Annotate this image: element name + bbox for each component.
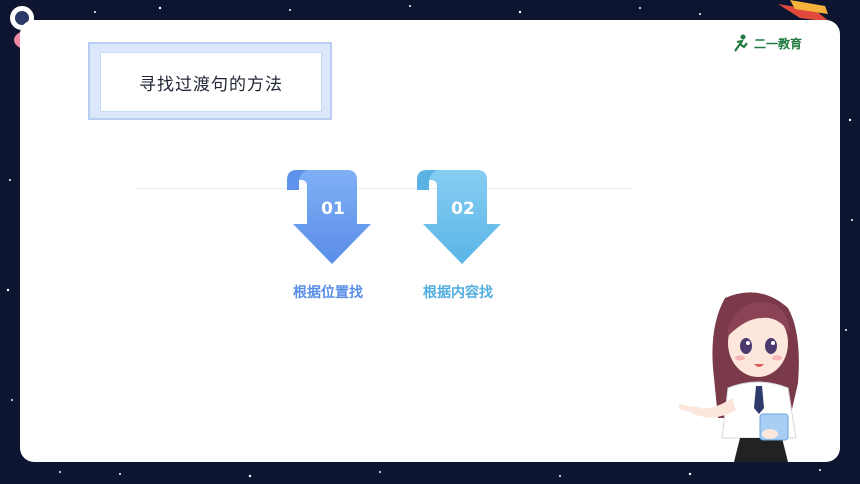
title-box: 寻找过渡句的方法 bbox=[88, 42, 332, 120]
brand-name: 二一教育 bbox=[754, 36, 803, 51]
runner-icon bbox=[734, 34, 748, 52]
step-number: 02 bbox=[451, 199, 475, 219]
divider-line bbox=[135, 188, 633, 189]
step-number: 01 bbox=[321, 199, 345, 219]
page-title: 寻找过渡句的方法 bbox=[139, 74, 283, 95]
cartoon-girl-illustration bbox=[678, 292, 799, 462]
step-2-label: 根据内容找 bbox=[423, 285, 493, 301]
down-arrow-icon bbox=[287, 170, 371, 264]
brand-logo: 二一教育 bbox=[730, 30, 810, 56]
down-arrow-icon bbox=[417, 170, 501, 264]
title-inner: 寻找过渡句的方法 bbox=[100, 52, 322, 112]
slide-card: 寻找过渡句的方法 二一教育 01 根据位置找 bbox=[20, 20, 840, 462]
step-1-label: 根据位置找 bbox=[293, 285, 363, 301]
